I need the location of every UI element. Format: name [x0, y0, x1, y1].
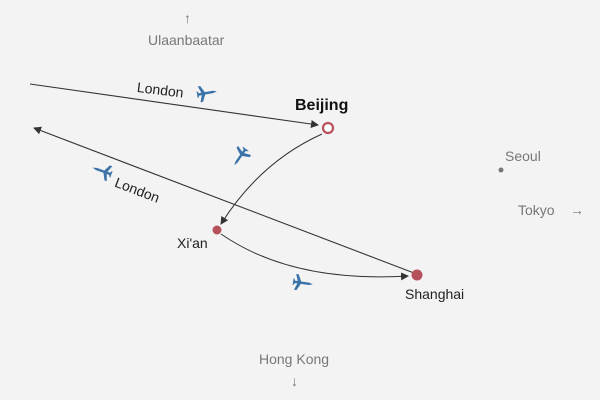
airplane-icon — [227, 143, 253, 170]
airplane-icon — [291, 273, 315, 293]
airplane-icon — [89, 160, 115, 183]
offmap-label-tokyo: Tokyo — [518, 202, 555, 218]
beijing-marker[interactable] — [321, 121, 335, 135]
arrow-right-icon: → — [570, 202, 584, 218]
arrow-up-icon: ↑ — [184, 10, 191, 26]
route-line-beijing-xian — [220, 133, 323, 225]
route-line-xian-shanghai — [220, 233, 409, 281]
arrow-down-icon: ↓ — [291, 373, 298, 389]
airplane-icon — [195, 83, 219, 103]
seoul-marker — [498, 167, 504, 173]
route-line-london-beijing — [29, 83, 319, 128]
shanghai-marker[interactable] — [411, 269, 423, 281]
offmap-label-hongkong: Hong Kong — [259, 351, 330, 367]
xian-marker[interactable] — [212, 225, 222, 235]
city-label-xian: Xi'an — [177, 235, 208, 251]
offmap-label-ulaanbaatar: Ulaanbaatar — [148, 32, 225, 48]
city-label-beijing: Beijing — [295, 97, 349, 114]
offmap-label-seoul: Seoul — [505, 148, 541, 164]
city-label-shanghai: Shanghai — [405, 286, 465, 302]
route-line-shanghai-london — [33, 126, 415, 274]
